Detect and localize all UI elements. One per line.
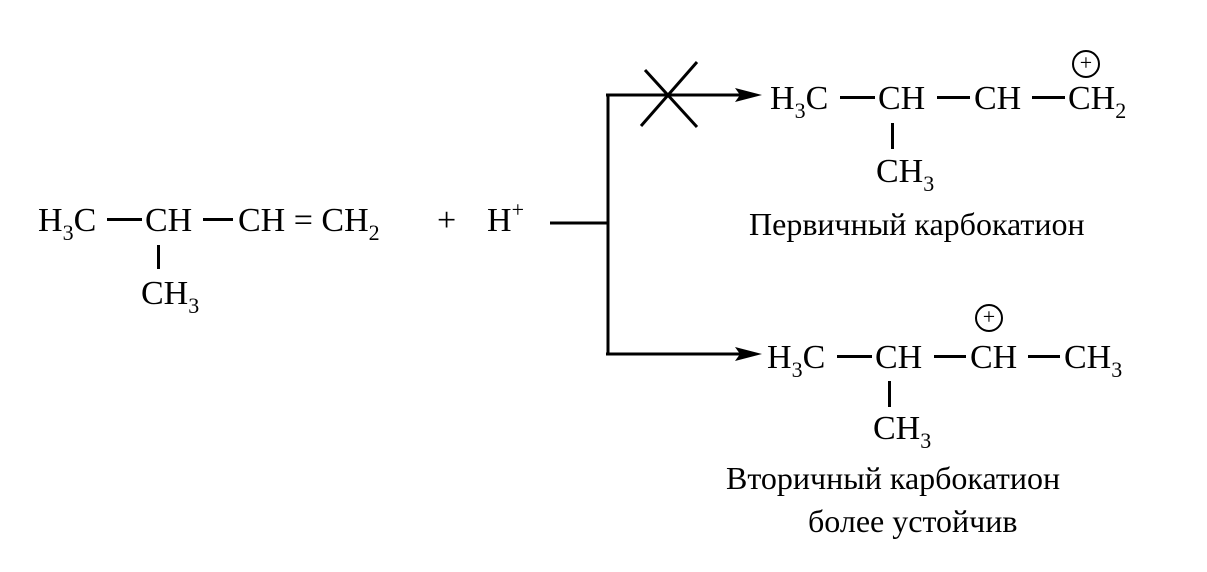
- proton: H+: [487, 197, 524, 239]
- primary-branch-bond: [891, 123, 894, 149]
- secondary-caption-line-1: Вторичный карбокатион: [726, 460, 1061, 496]
- secondary-caption-line-2: более устойчив: [808, 503, 1018, 539]
- secondary-branch-ch3: CH3: [873, 410, 932, 453]
- primary-positive-charge-icon: +: [1072, 50, 1100, 78]
- secondary-h3c: H3C: [767, 339, 826, 382]
- secondary-ch-b: CH: [970, 339, 1018, 376]
- secondary-ch3-end: CH3: [1064, 339, 1123, 382]
- secondary-bond-1: [837, 355, 872, 358]
- plus-sign: +: [437, 202, 457, 239]
- primary-branch-ch3: CH3: [876, 153, 935, 196]
- secondary-bond-2: [934, 355, 966, 358]
- reactant-branch-bond: [157, 245, 160, 269]
- primary-h3c: H3C: [770, 80, 829, 123]
- secondary-positive-charge-icon: +: [975, 304, 1003, 332]
- arrowhead-icon-upper: [735, 88, 762, 102]
- primary-bond-2: [937, 96, 970, 99]
- primary-bond-3: [1032, 96, 1065, 99]
- secondary-ch-a: CH: [875, 339, 923, 376]
- primary-caption: Первичный карбокатион: [749, 206, 1085, 242]
- reactant-h3c: H3C: [38, 202, 97, 245]
- arrowhead-icon-lower: [735, 347, 762, 361]
- reactant-bond-2: [203, 218, 233, 221]
- reactant-ch: CH: [145, 202, 193, 239]
- reactant-ch3: CH3: [141, 275, 200, 318]
- cross-mark-icon: [639, 61, 699, 129]
- secondary-branch-bond: [888, 381, 891, 407]
- reactant-bond-1: [107, 218, 142, 221]
- primary-ch2: CH2: [1068, 80, 1127, 123]
- reactant-ch-double-ch2: CH = CH2: [238, 202, 380, 245]
- secondary-bond-3: [1028, 355, 1060, 358]
- primary-bond-1: [840, 96, 875, 99]
- primary-ch-a: CH: [878, 80, 926, 117]
- primary-ch-b: CH: [974, 80, 1022, 117]
